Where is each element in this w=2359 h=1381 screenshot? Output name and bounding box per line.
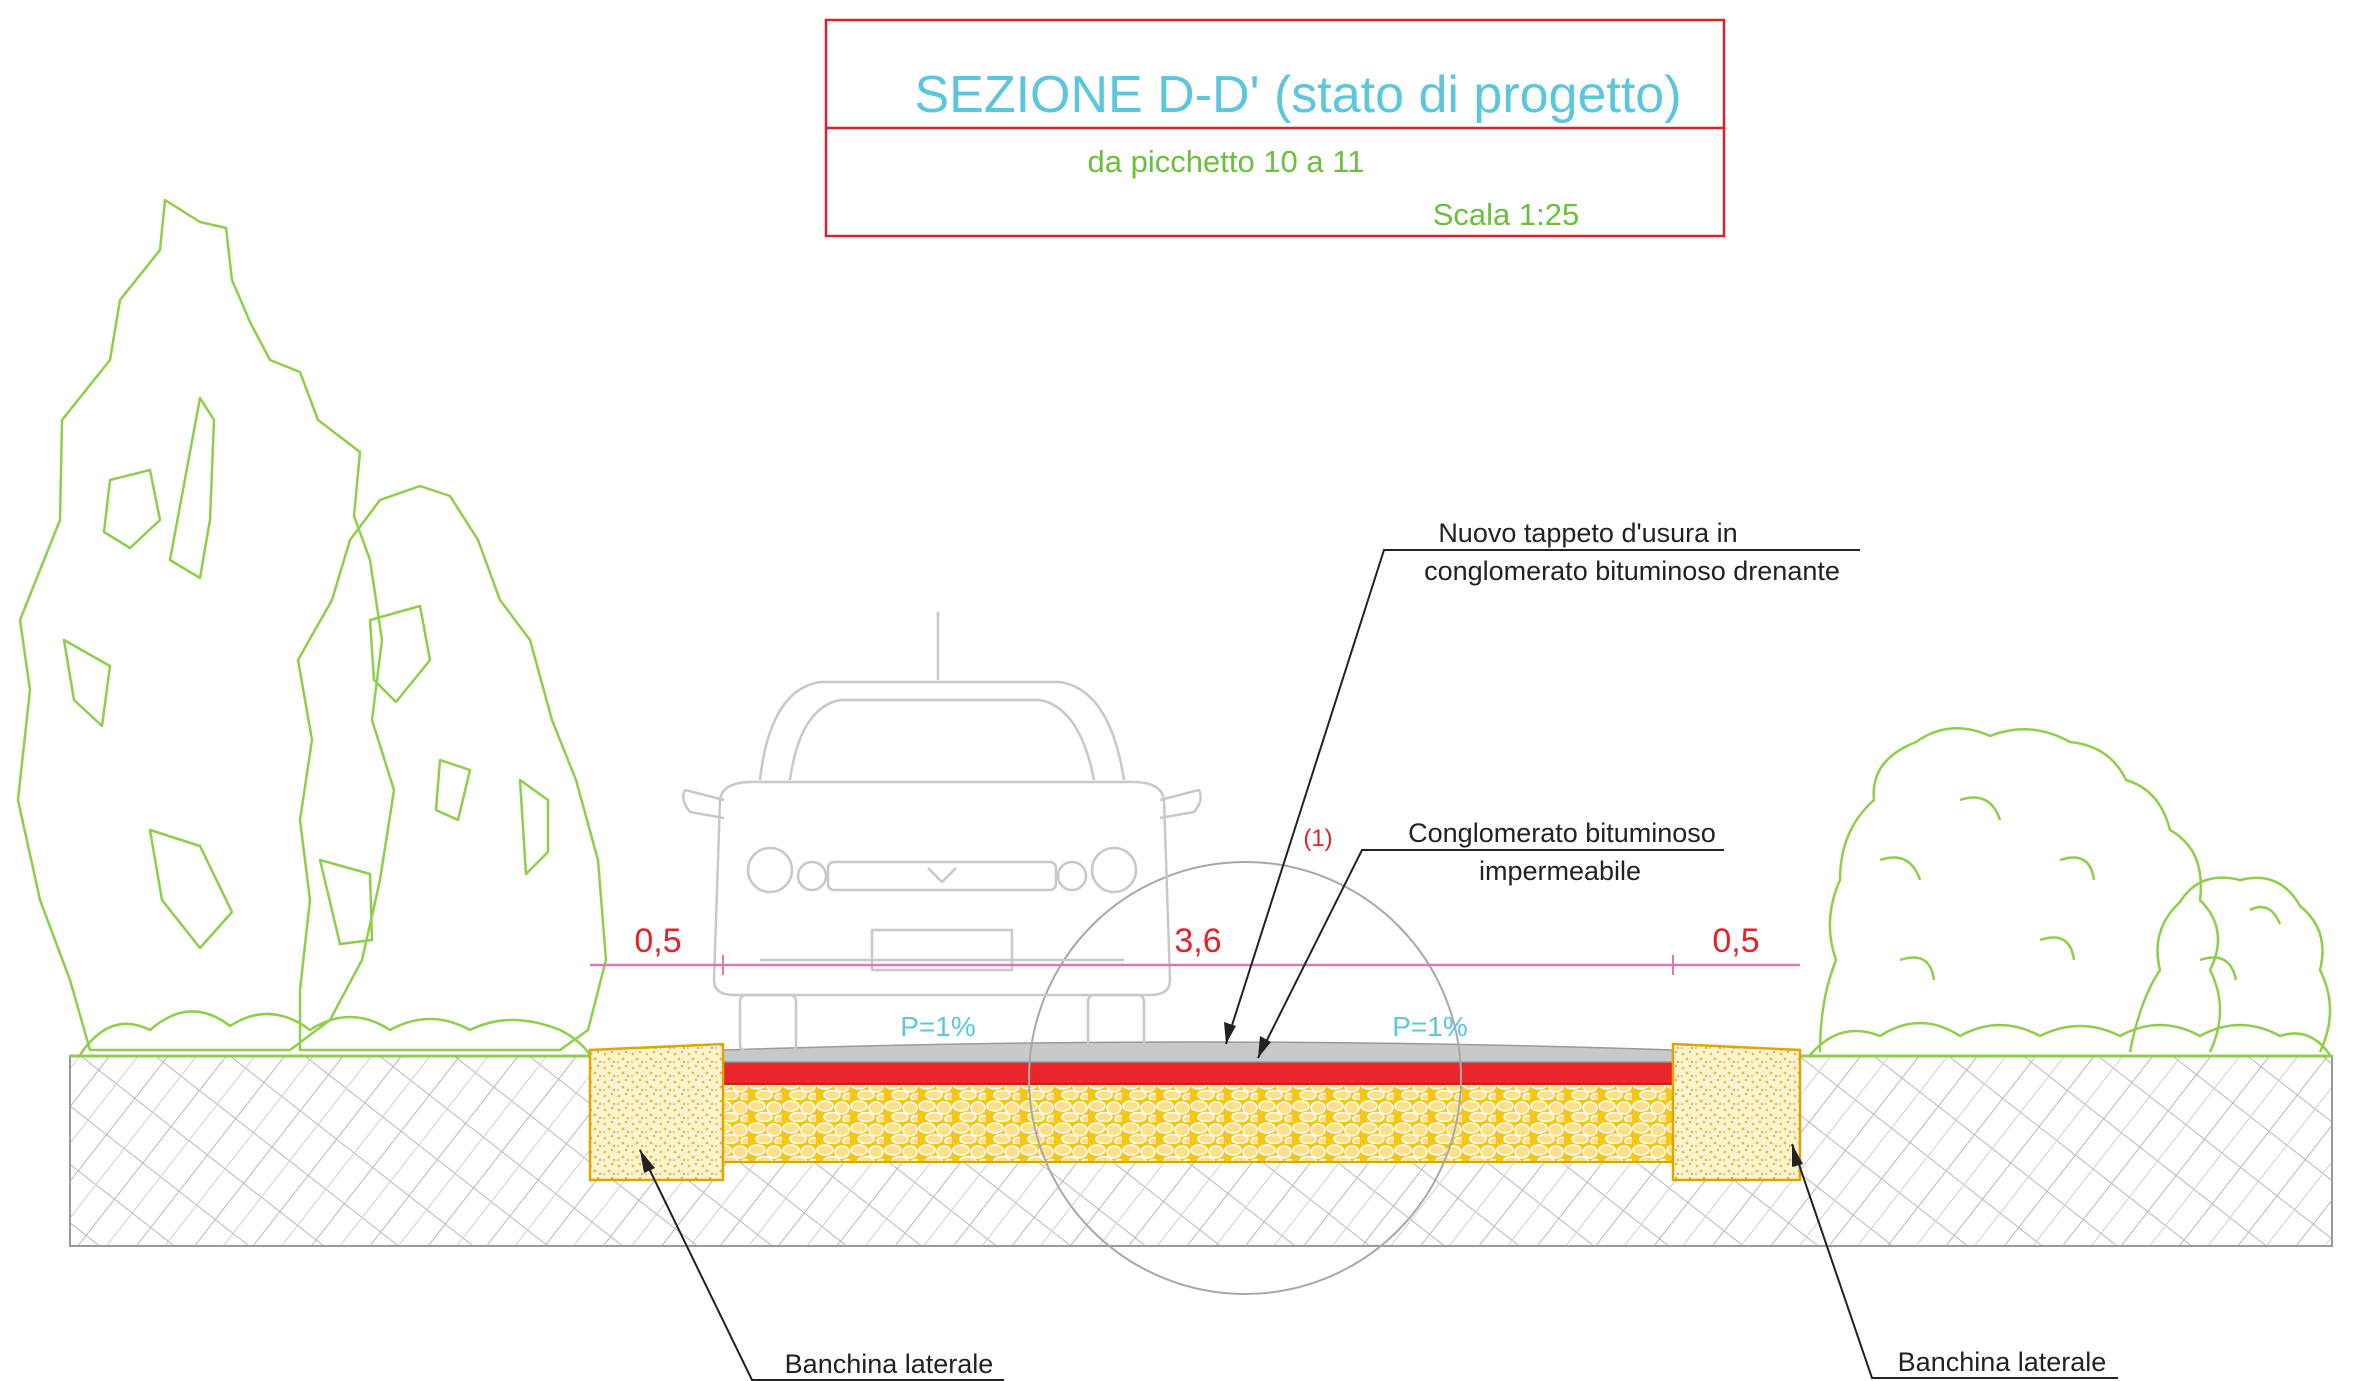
callout-right-shoulder-label: Banchina laterale: [1898, 1347, 2107, 1377]
slope-right: P=1%: [1392, 1011, 1468, 1042]
callout-wearing-course-line1: Nuovo tappeto d'usura in: [1438, 518, 1737, 548]
tree-icon: [16, 198, 608, 1056]
arrowhead-left-shoulder: [640, 1150, 655, 1173]
callout-right-shoulder: Banchina laterale: [1791, 1143, 2118, 1379]
callout-wearing-course: Nuovo tappeto d'usura in conglomerato bi…: [1224, 518, 1860, 1045]
leader-left-shoulder: [639, 1149, 1004, 1381]
pavement: [588, 1041, 1802, 1182]
title-block: SEZIONE D-D' (stato di progetto) da picc…: [824, 18, 1726, 238]
callout-left-shoulder: Banchina laterale: [639, 1149, 1004, 1381]
right-shoulder-fill: [1671, 1042, 1802, 1182]
leader-wearing-course: [1225, 549, 1860, 1045]
arrowhead-right-shoulder: [1792, 1144, 1803, 1167]
dimension-carriageway: 3,6: [1174, 922, 1221, 960]
arrowhead-wearing-course: [1224, 1022, 1236, 1044]
dimension-right-shoulder: 0,5: [1712, 922, 1759, 960]
impermeable-binder-layer: [722, 1061, 1674, 1085]
detail-marker: (1): [1303, 825, 1332, 852]
draining-wearing-course: [722, 1041, 1674, 1063]
callout-binder-line1: Conglomerato bituminoso: [1408, 818, 1716, 848]
left-shoulder-fill: [588, 1042, 725, 1182]
callout-binder-line2: impermeabile: [1479, 856, 1641, 886]
callout-left-shoulder-label: Banchina laterale: [785, 1349, 994, 1379]
dimension-line-group: 0,5 3,6 0,5: [590, 922, 1800, 975]
section-subtitle: da picchetto 10 a 11: [1088, 144, 1365, 179]
leader-right-shoulder: [1791, 1143, 2118, 1379]
dimension-left-shoulder: 0,5: [634, 922, 681, 960]
leader-binder: [1257, 849, 1724, 1059]
detail-circle: [1028, 861, 1462, 1295]
arrowhead-binder: [1258, 1036, 1271, 1058]
shrub-icon: [1809, 727, 2332, 1056]
slope-left: P=1%: [900, 1011, 976, 1042]
car-front-icon: [682, 612, 1202, 1053]
scale-label: Scala 1:25: [1433, 197, 1580, 232]
callout-binder: Conglomerato bituminoso impermeabile: [1257, 818, 1724, 1059]
section-title: SEZIONE D-D' (stato di progetto): [914, 66, 1681, 124]
subbase-layer: [722, 1083, 1674, 1163]
callout-wearing-course-line2: conglomerato bituminoso drenante: [1424, 556, 1840, 586]
